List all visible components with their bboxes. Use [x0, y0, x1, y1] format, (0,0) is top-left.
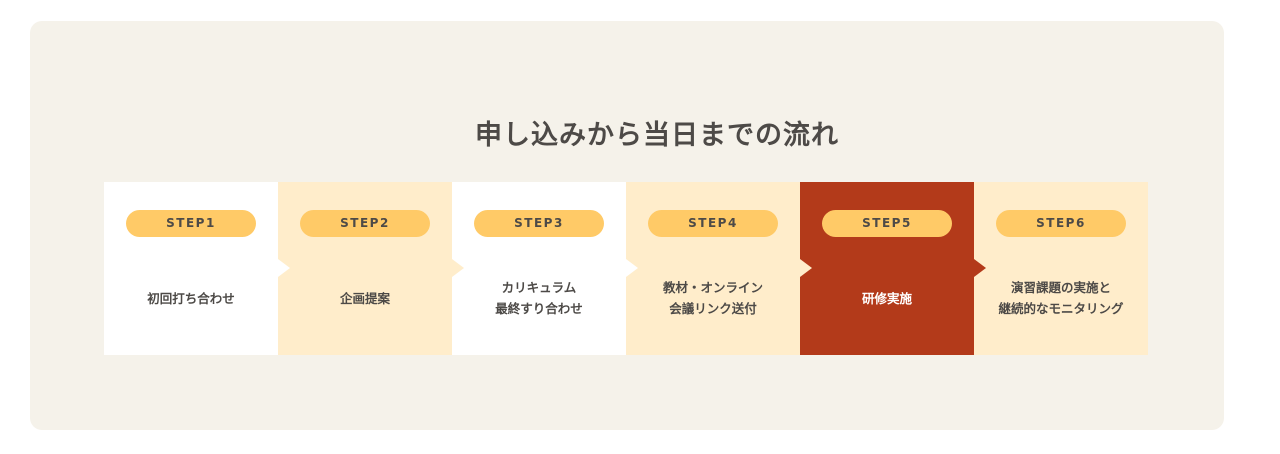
step-label: 初回打ち合わせ — [147, 290, 235, 306]
step-badge: STEP1 — [126, 210, 256, 237]
step-label: 教材・オンライン 会議リンク送付 — [662, 280, 763, 316]
step-card-5: STEP5 研修実施 — [800, 182, 986, 355]
step-label: 企画提案 — [339, 290, 390, 306]
arrow-right-icon — [974, 259, 986, 277]
step-badge: STEP4 — [648, 210, 778, 237]
step-badge: STEP2 — [300, 210, 430, 237]
arrow-right-icon — [278, 259, 290, 277]
section-title: 申し込みから当日までの流れ — [475, 120, 839, 151]
step-label: 演習課題の実施と 継続的なモニタリング — [998, 280, 1124, 316]
step-card-2: STEP2 企画提案 — [278, 182, 464, 355]
arrow-right-icon — [800, 259, 812, 277]
step-card-4: STEP4 教材・オンライン 会議リンク送付 — [626, 182, 812, 355]
step-label: カリキュラム 最終すり合わせ — [495, 280, 583, 316]
step-badge: STEP3 — [474, 210, 604, 237]
step-card-6: STEP6 演習課題の実施と 継続的なモニタリング — [974, 182, 1148, 355]
step-badge: STEP5 — [822, 210, 952, 237]
arrow-right-icon — [452, 259, 464, 277]
step-card-1: STEP1 初回打ち合わせ — [104, 182, 290, 355]
step-badge: STEP6 — [996, 210, 1126, 237]
arrow-right-icon — [626, 259, 638, 277]
step-card-3: STEP3 カリキュラム 最終すり合わせ — [452, 182, 638, 355]
step-label: 研修実施 — [861, 290, 912, 306]
